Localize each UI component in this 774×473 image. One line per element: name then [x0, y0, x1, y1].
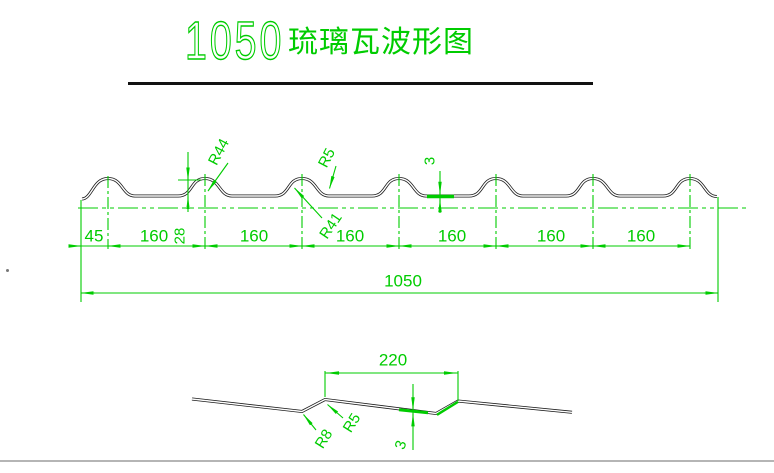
- title-text: 琉璃瓦波形图: [288, 26, 474, 59]
- leader-r5-main: [328, 165, 337, 189]
- page-border-bottom: [0, 460, 774, 462]
- dim-height-28: 28: [171, 227, 189, 245]
- detail-dim-220: 220: [378, 350, 408, 370]
- dim-length-160-1: 160: [139, 226, 169, 246]
- title-underline: [128, 82, 593, 85]
- dimension-arrows: [68, 162, 719, 431]
- leader-r8-detail: [303, 414, 317, 431]
- dim-length-160-6: 160: [626, 226, 656, 246]
- leader-r41: [294, 187, 323, 219]
- dim-length-160-4: 160: [437, 226, 467, 246]
- dim-length-160-5: 160: [536, 226, 566, 246]
- leader-r44: [207, 162, 229, 192]
- title-number: 1050: [184, 11, 285, 71]
- dim-length-45: 45: [84, 226, 104, 246]
- dim-length-160-3: 160: [335, 226, 365, 246]
- detail-profile-curve: [191, 397, 573, 416]
- dim-thickness-3: 3: [421, 156, 439, 166]
- leader-r5-detail: [327, 404, 344, 419]
- dim-total-1050: 1050: [384, 271, 422, 291]
- stray-dot: [6, 269, 9, 272]
- dim-length-160-2: 160: [239, 226, 269, 246]
